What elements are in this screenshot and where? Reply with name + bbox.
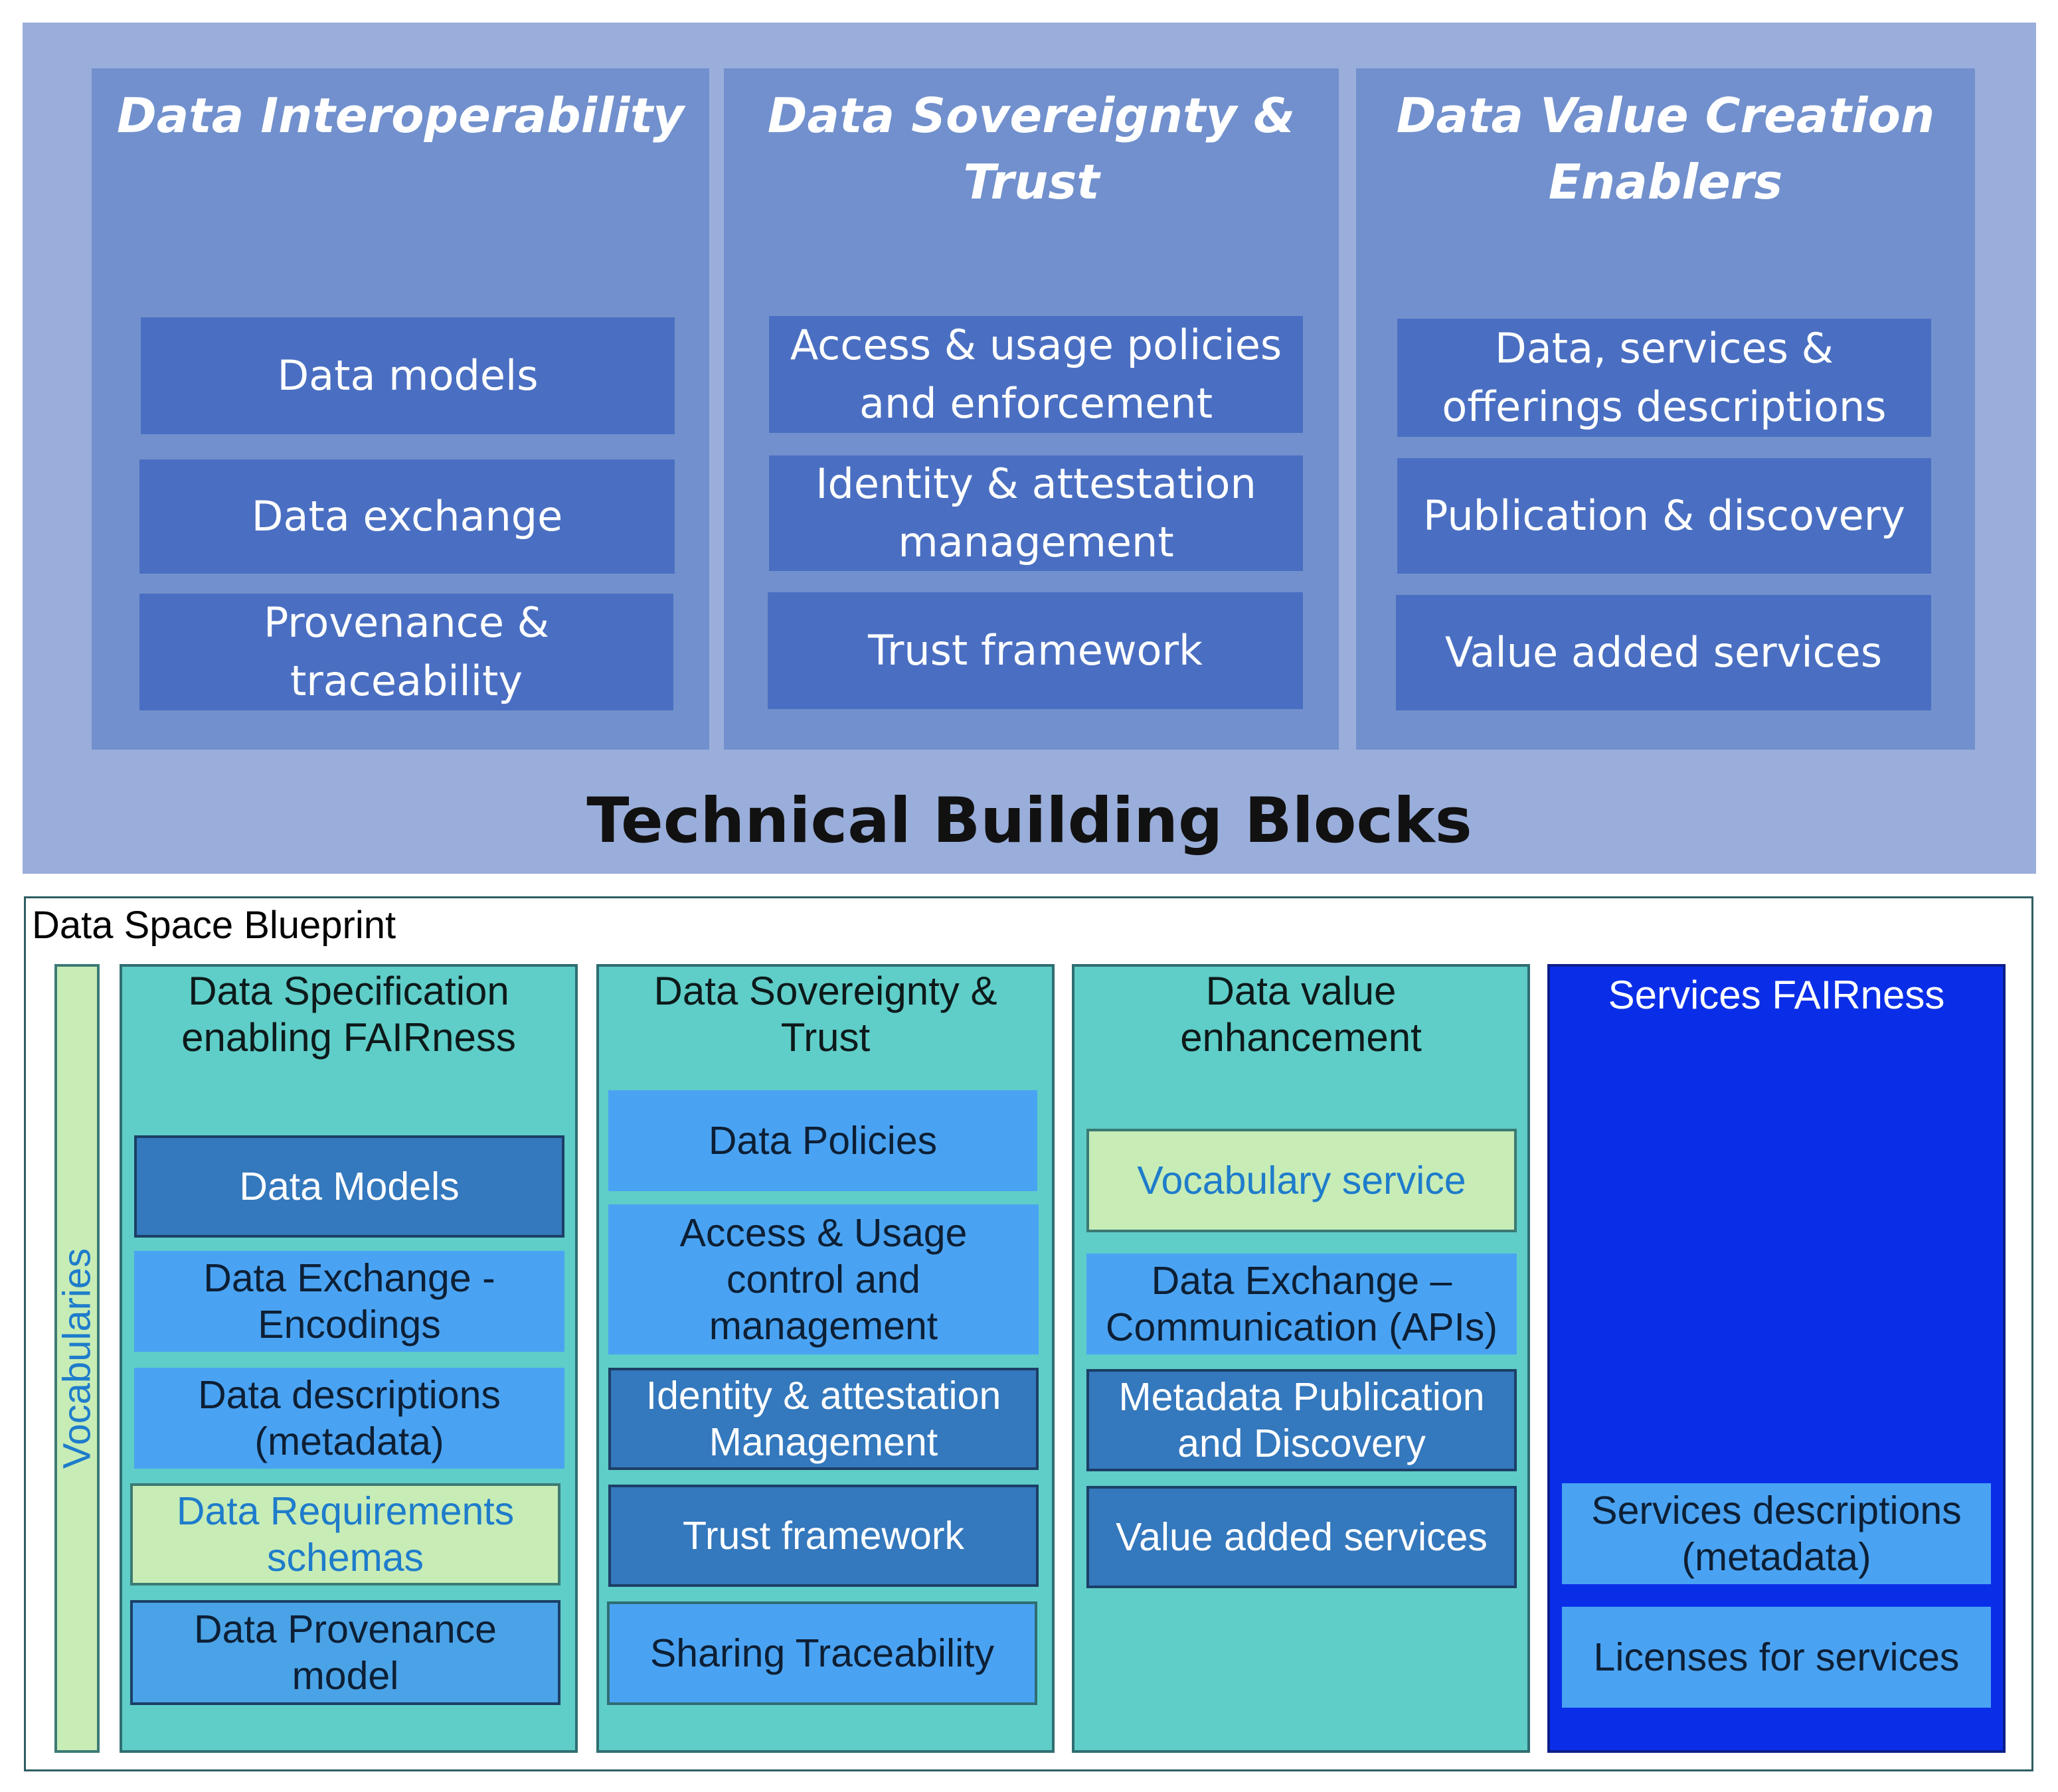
blueprint-block: Data Policies: [608, 1090, 1037, 1191]
blueprint-column-title: Services FAIRness: [1608, 973, 1945, 1017]
vocabularies-bar: Vocabularies: [54, 964, 100, 1753]
blueprint-block: Licenses for services: [1562, 1607, 1991, 1708]
tbb-panel-title: Technical Building Blocks: [586, 785, 1472, 857]
blueprint-block: Identity & attestation Management: [608, 1368, 1039, 1470]
tbb-block: Provenance & traceability: [139, 594, 673, 710]
tbb-block: Identity & attestation management: [769, 455, 1303, 571]
tbb-block: Value added services: [1396, 595, 1931, 710]
blueprint-block: Services descriptions (metadata): [1562, 1483, 1991, 1584]
blueprint-block: Data Provenance model: [130, 1600, 560, 1705]
blueprint-column-title: Data Specification enabling FAIRness: [181, 969, 516, 1060]
blueprint-block: Data Models: [134, 1135, 564, 1238]
blueprint-block: Data Requirements schemas: [130, 1483, 560, 1586]
blueprint-block: Data Exchange – Communication (APIs): [1086, 1254, 1517, 1354]
blueprint-block: Data descriptions (metadata): [134, 1368, 564, 1469]
tbb-block: Data, services & offerings descriptions: [1397, 319, 1931, 437]
blueprint-block: Sharing Traceability: [607, 1601, 1037, 1705]
blueprint-block: Metadata Publication and Discovery: [1086, 1369, 1517, 1471]
blueprint-block: Access & Usage control and management: [608, 1204, 1039, 1354]
tbb-column-title: Data Value Creation Enablers: [1396, 88, 1935, 210]
blueprint-column-title: Data Sovereignty & Trust: [653, 969, 997, 1060]
blueprint-block: Vocabulary service: [1086, 1129, 1517, 1232]
tbb-block: Publication & discovery: [1397, 458, 1931, 574]
tbb-block: Data exchange: [139, 459, 675, 574]
tbb-column-title: Data Sovereignty & Trust: [767, 88, 1296, 210]
blueprint-column-title: Data value enhancement: [1180, 969, 1422, 1060]
blueprint-block: Trust framework: [608, 1485, 1039, 1587]
vocabularies-label: Vocabularies: [55, 1248, 99, 1469]
tbb-block: Access & usage policies and enforcement: [769, 316, 1303, 433]
tbb-block: Data models: [141, 317, 675, 434]
blueprint-title: Data Space Blueprint: [32, 904, 396, 947]
tbb-column-title: Data Interoperability: [116, 88, 685, 143]
blueprint-column-data-value-enhancement: [1072, 964, 1530, 1753]
tbb-block: Trust framework: [768, 592, 1303, 709]
blueprint-block: Value added services: [1086, 1486, 1517, 1588]
blueprint-block: Data Exchange - Encodings: [134, 1251, 564, 1352]
